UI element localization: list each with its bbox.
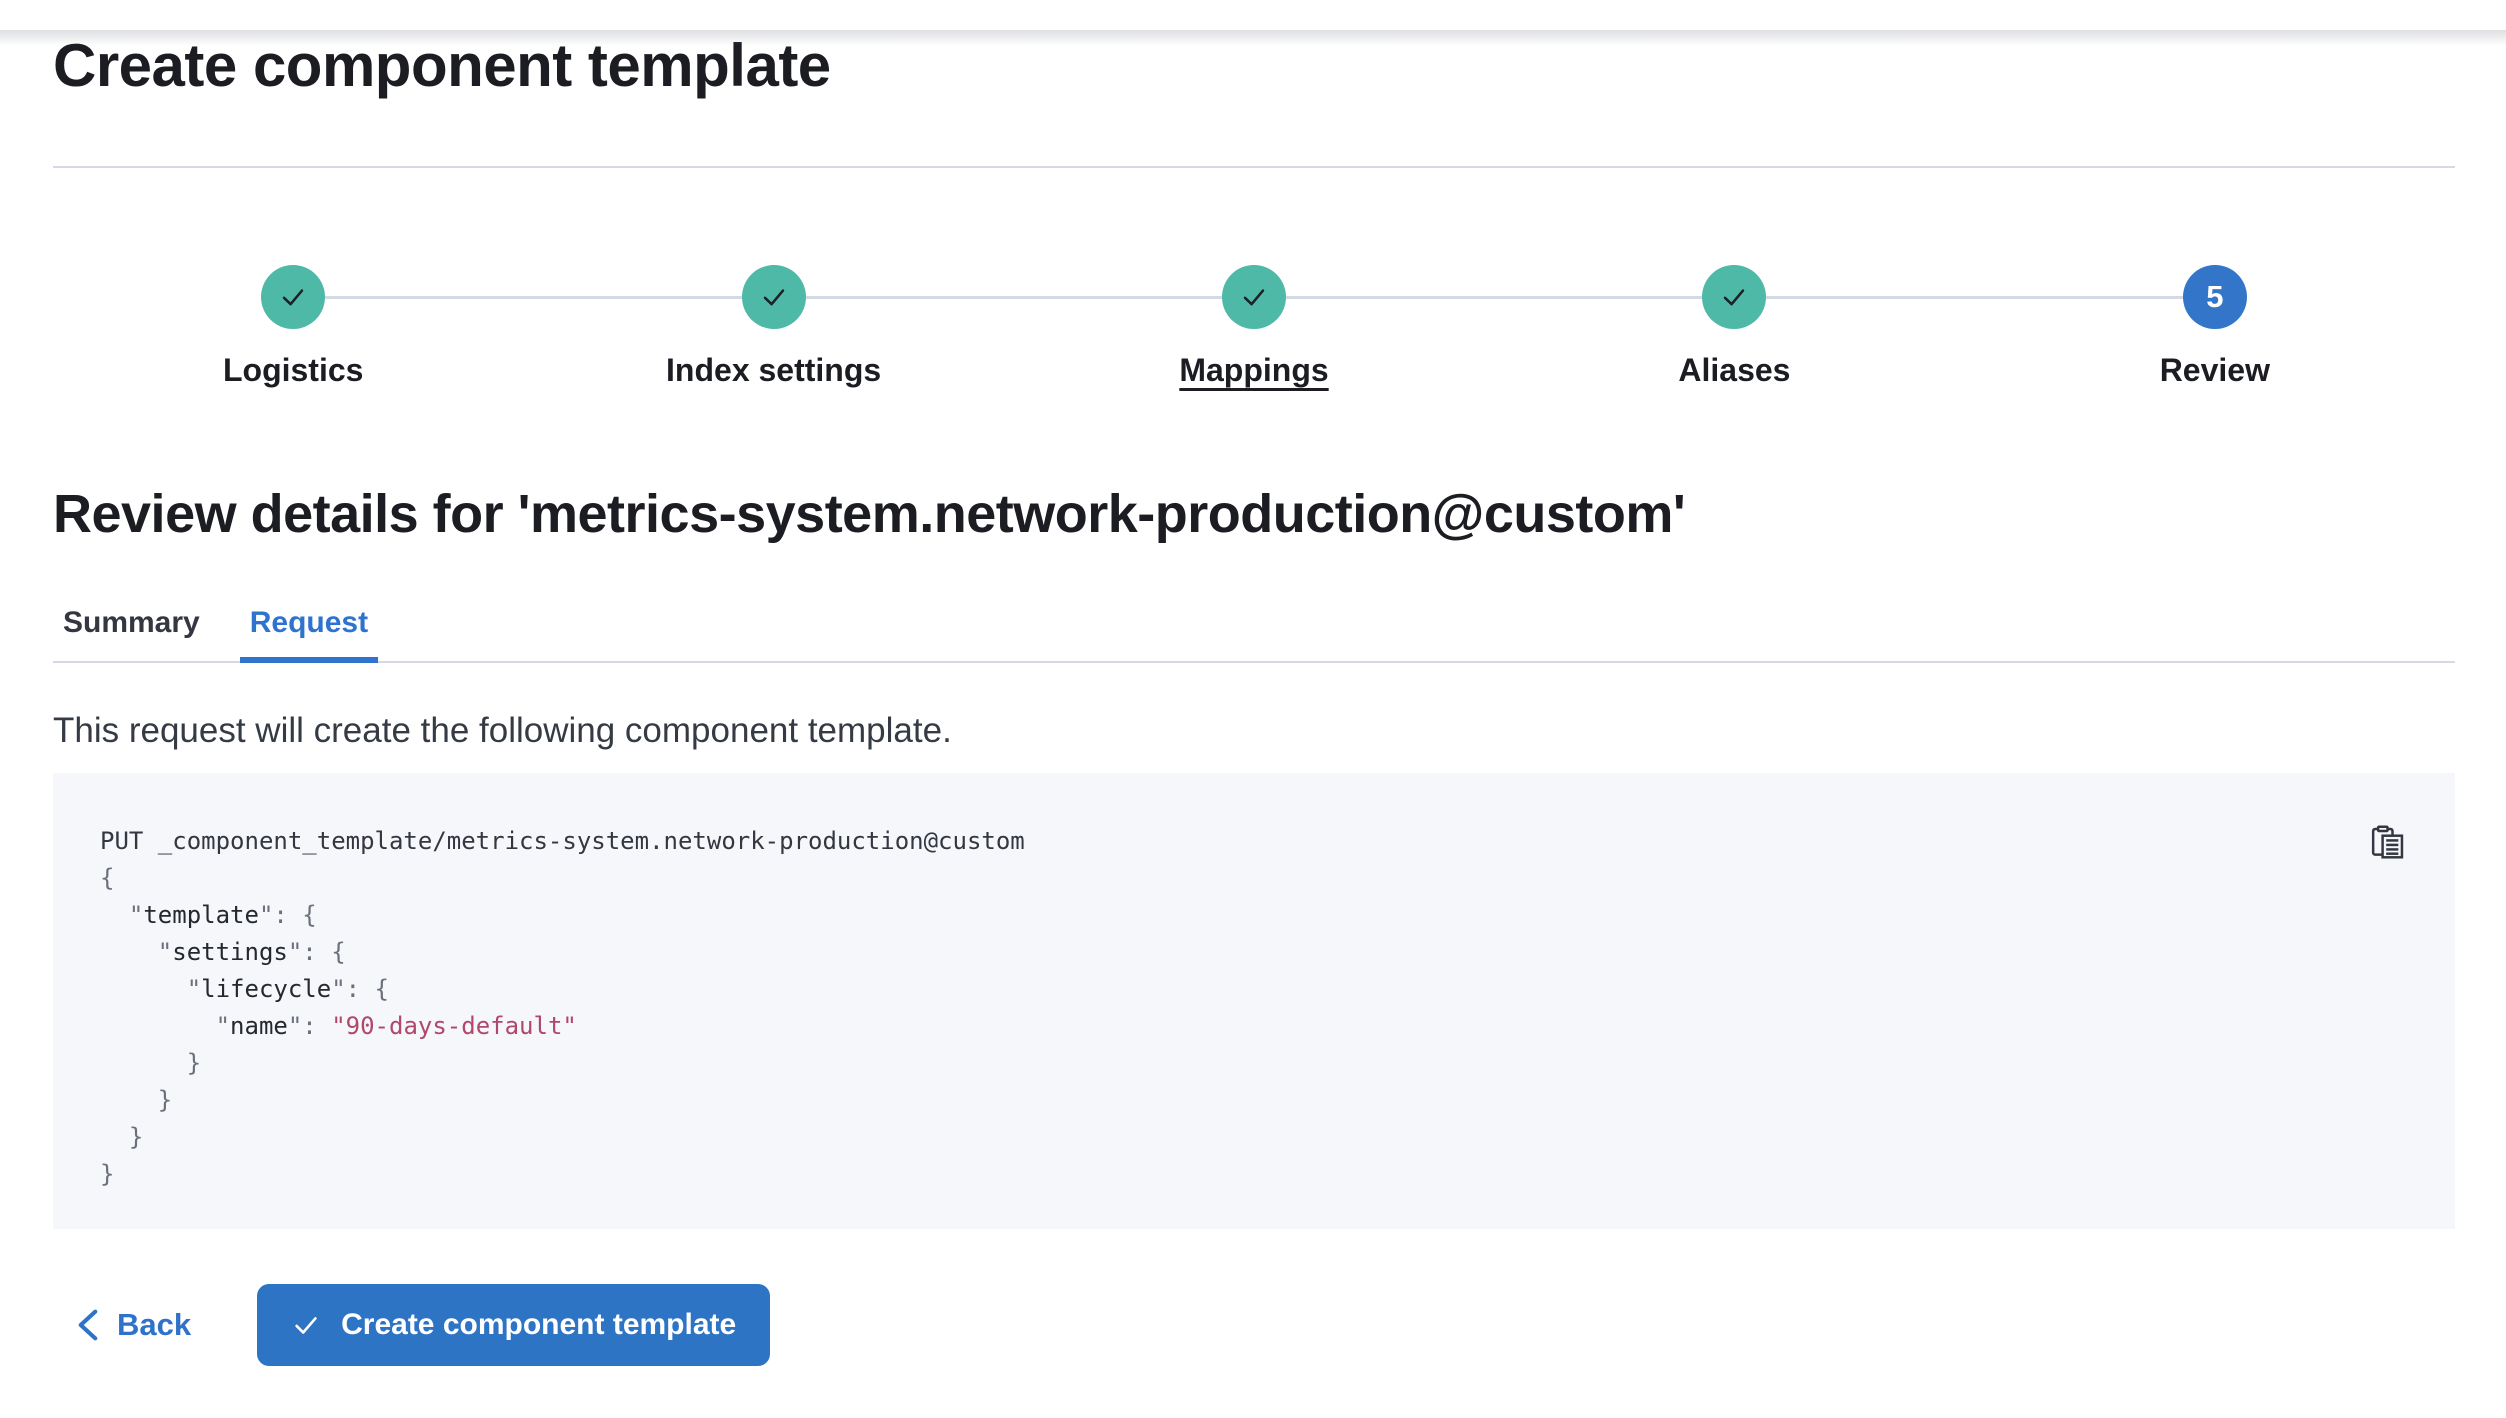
- check-icon: [282, 289, 304, 306]
- code-token: [100, 1012, 216, 1040]
- back-button[interactable]: Back: [75, 1307, 191, 1343]
- code-line: }: [100, 1156, 2325, 1193]
- tab-request[interactable]: Request: [239, 605, 379, 663]
- code-token: "90-days-default": [331, 1012, 577, 1040]
- code-line: }: [100, 1045, 2325, 1082]
- code-token: ": [157, 938, 173, 966]
- code-token: PUT _component_template/metrics-system.n…: [100, 827, 1025, 855]
- create-component-template-button[interactable]: Create component template: [257, 1284, 771, 1366]
- chevron-left-icon: [78, 1309, 98, 1341]
- code-token: : {: [273, 901, 317, 929]
- code-line: PUT _component_template/metrics-system.n…: [100, 823, 2325, 860]
- code-line: }: [100, 1082, 2325, 1119]
- code-line: {: [100, 860, 2325, 897]
- wizard-footer: Back Create component template: [53, 1284, 2455, 1366]
- step-label: Logistics: [222, 352, 364, 388]
- code-token: ": [287, 938, 303, 966]
- step-label: Aliases: [1678, 352, 1791, 388]
- code-token: [100, 975, 187, 1003]
- code-token: ": [331, 975, 346, 1003]
- step-complete-circle: [1702, 265, 1767, 329]
- code-token: name: [230, 1012, 288, 1040]
- copy-to-clipboard-button[interactable]: [2369, 823, 2407, 861]
- request-code-block: PUT _component_template/metrics-system.n…: [53, 773, 2455, 1229]
- page-title: Create component template: [53, 32, 831, 99]
- code-token: : {: [302, 938, 346, 966]
- code-line: "name": "90-days-default": [100, 1008, 2325, 1045]
- code-token: lifecycle: [201, 975, 332, 1003]
- code-token: ": [258, 901, 274, 929]
- check-icon: [1243, 289, 1265, 306]
- code-token: [100, 938, 158, 966]
- step-complete-circle: [741, 265, 806, 329]
- check-icon: [295, 1317, 317, 1334]
- step-complete-circle: [1222, 265, 1287, 329]
- code-token: ": [128, 901, 144, 929]
- step-aliases[interactable]: Aliases: [1494, 265, 1974, 389]
- step-label: Index settings: [666, 352, 882, 388]
- code-line: }: [100, 1119, 2325, 1156]
- title-divider: [53, 166, 2455, 168]
- code-token: [100, 901, 129, 929]
- code-token: ": [186, 975, 202, 1003]
- review-heading: Review details for 'metrics-system.netwo…: [53, 484, 1686, 544]
- step-number: 5: [2206, 279, 2224, 314]
- create-button-label: Create component template: [341, 1308, 737, 1341]
- step-label: Review: [2159, 352, 2270, 388]
- code-token: template: [143, 901, 259, 929]
- code-line: "lifecycle": {: [100, 971, 2325, 1008]
- code-line: "settings": {: [100, 934, 2325, 971]
- check-icon: [1724, 289, 1745, 306]
- create-component-template-page: Create component template Logistics Index…: [0, 30, 2506, 1366]
- step-current-circle: 5: [2182, 265, 2247, 329]
- review-tabs: Summary Request: [53, 605, 2455, 663]
- code-token: settings: [172, 938, 288, 966]
- step-logistics[interactable]: Logistics: [53, 265, 533, 389]
- code-token: : {: [345, 975, 390, 1003]
- code-token: }: [100, 1086, 173, 1114]
- code-token: }: [100, 1049, 202, 1077]
- code-token: ": [215, 1012, 231, 1040]
- code-line: "template": {: [100, 897, 2325, 934]
- step-index-settings[interactable]: Index settings: [533, 265, 1013, 389]
- step-complete-circle: [261, 265, 326, 329]
- step-label: Mappings: [1179, 352, 1329, 388]
- code-token: }: [100, 1123, 144, 1151]
- code-token: {: [100, 864, 115, 892]
- request-description: This request will create the following c…: [53, 711, 952, 750]
- code-token: ": [287, 1012, 303, 1040]
- copy-clipboard-icon: [2371, 825, 2404, 859]
- step-mappings[interactable]: Mappings: [1014, 265, 1494, 389]
- code-token: :: [302, 1012, 332, 1040]
- back-button-label: Back: [117, 1307, 192, 1342]
- check-icon: [763, 289, 784, 306]
- tab-summary[interactable]: Summary: [63, 606, 200, 639]
- window-top-shadow: [0, 30, 2506, 46]
- code-token: }: [100, 1160, 115, 1188]
